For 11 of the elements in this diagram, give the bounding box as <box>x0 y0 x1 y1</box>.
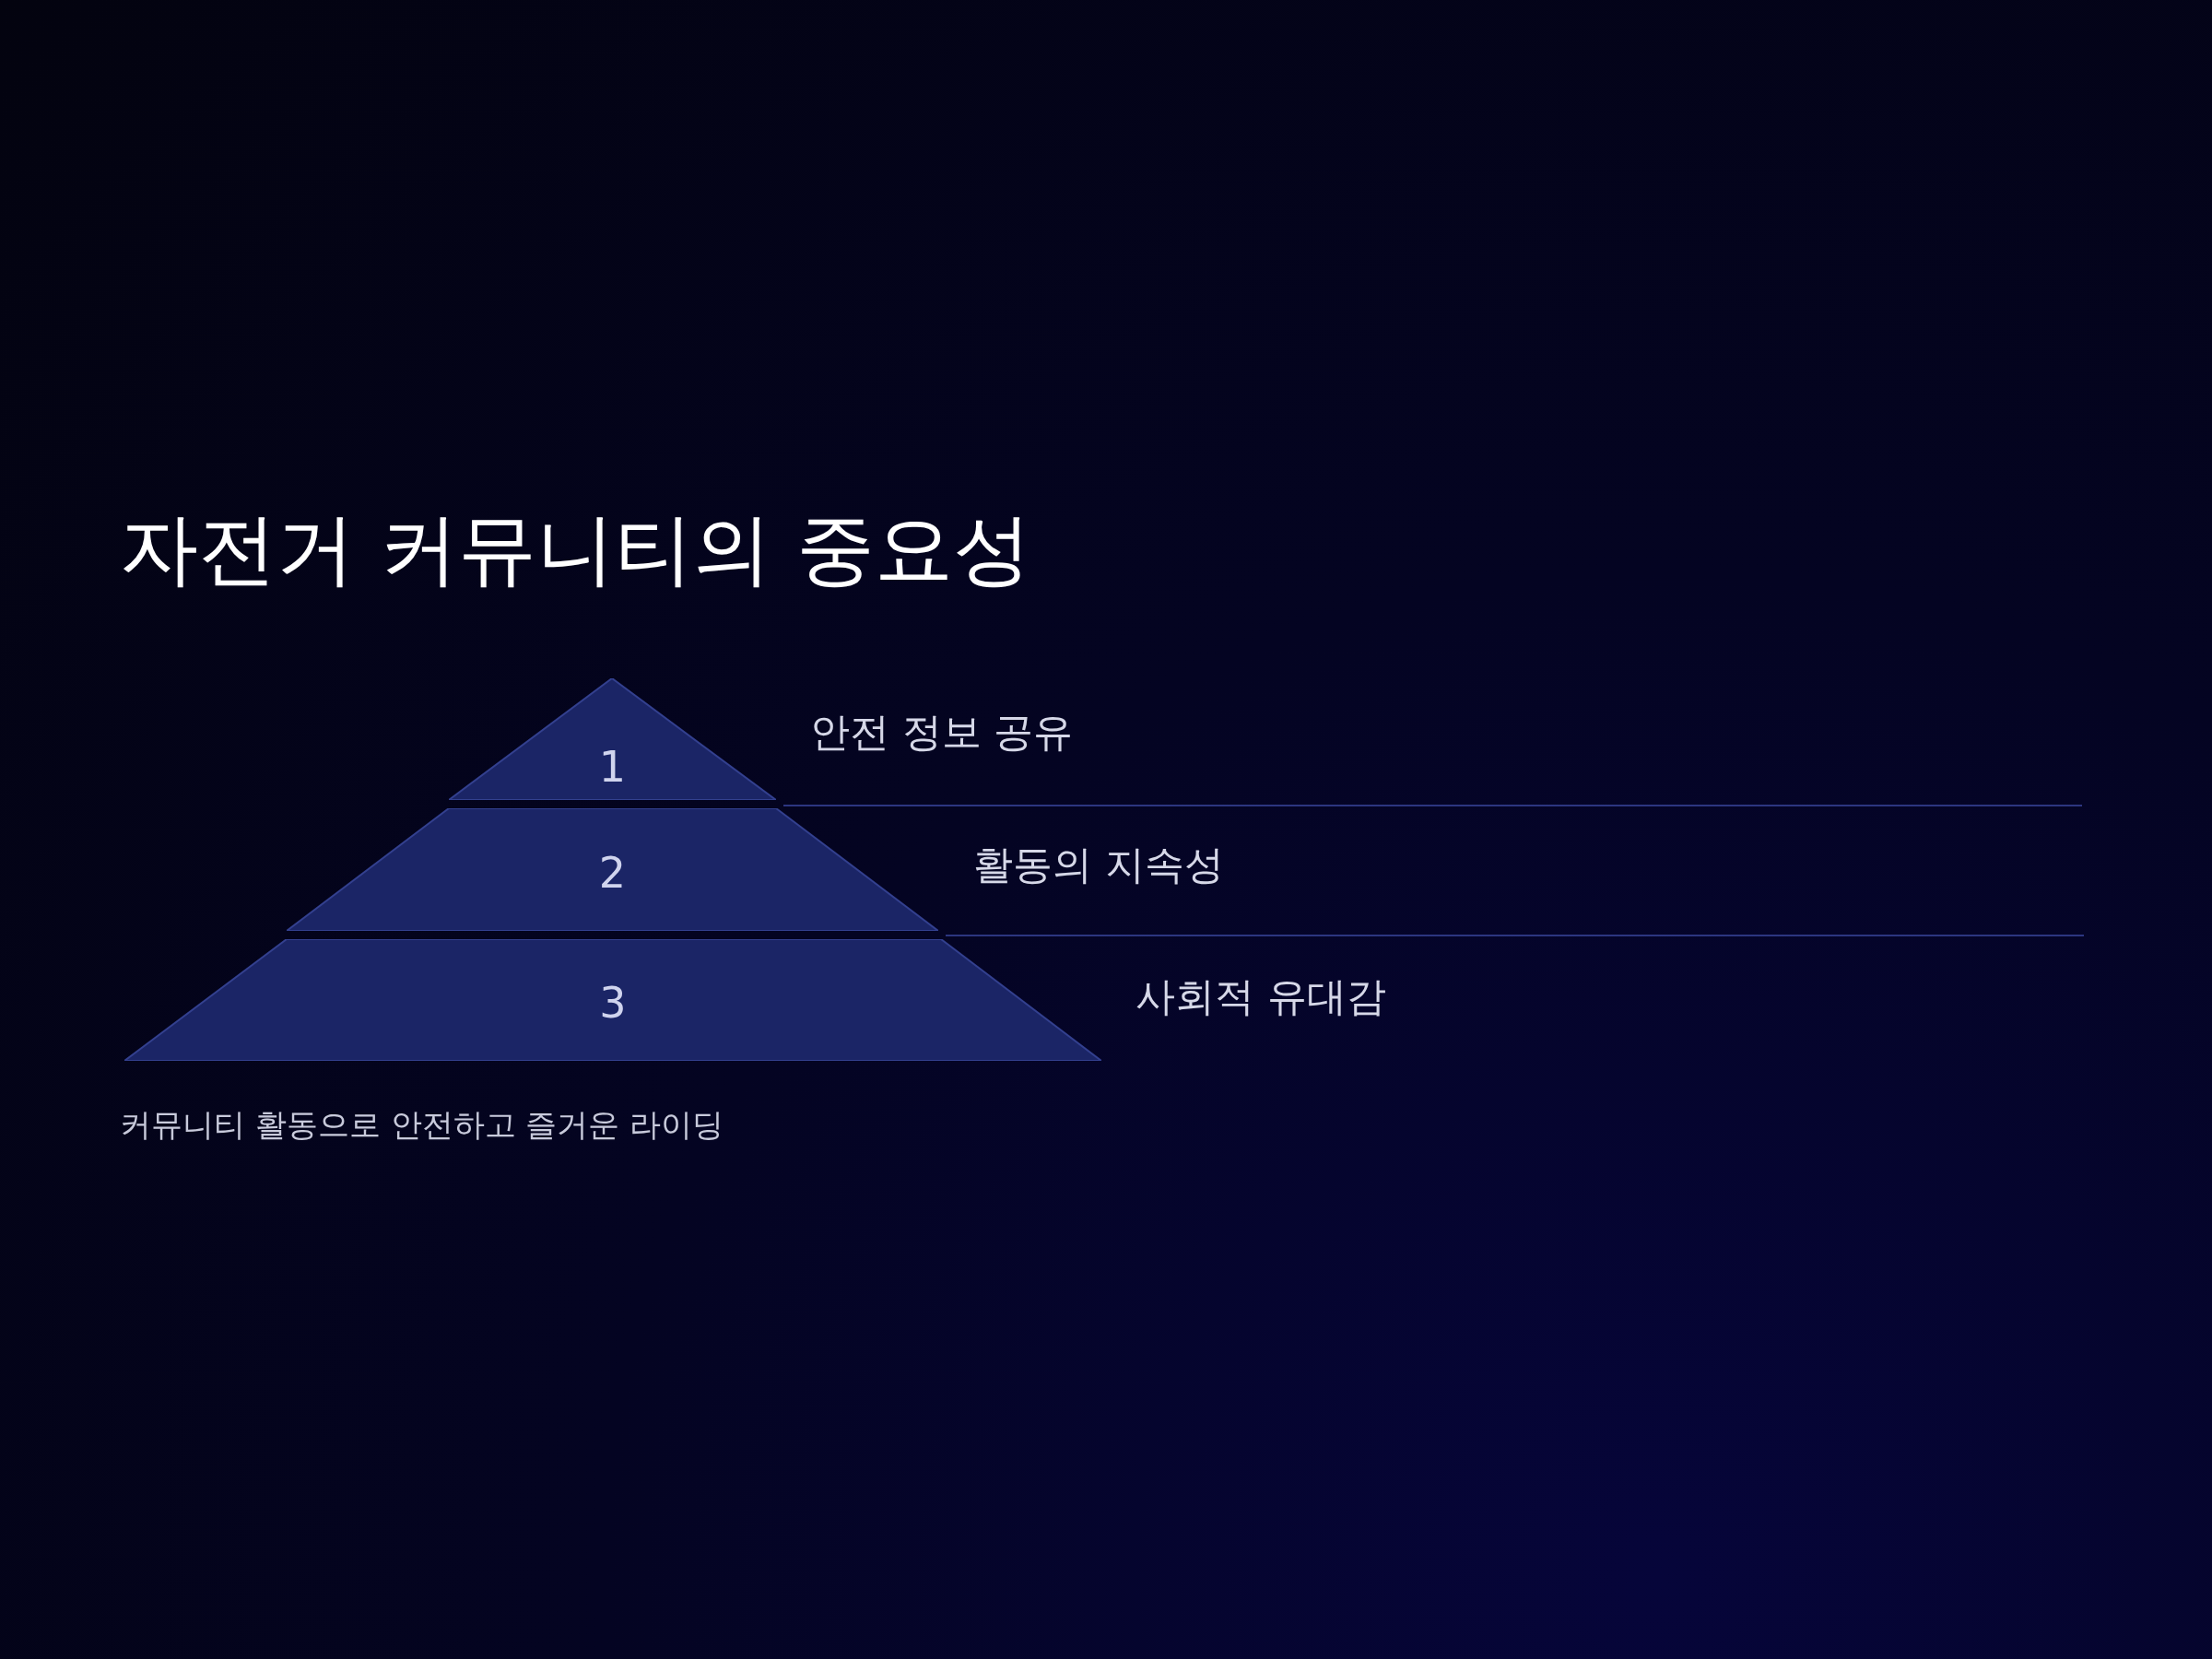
tier-label: 사회적 유대감 <box>1135 977 1386 1017</box>
slide-title: 자전거 커뮤니티의 중요성 <box>120 502 1032 596</box>
tier-number: 3 <box>598 982 628 1025</box>
tier-number: 1 <box>597 745 628 788</box>
tier-label: 안전 정보 공유 <box>810 712 1074 752</box>
pyramid-tier <box>124 939 1101 1061</box>
caption-text: 커뮤니티 활동으로 안전하고 즐거운 라이딩 <box>120 1105 724 1145</box>
tier-number: 2 <box>597 851 628 894</box>
pyramid-tier <box>287 808 938 931</box>
tier-label: 활동의 지속성 <box>973 845 1224 885</box>
pyramid-tier <box>449 678 776 800</box>
